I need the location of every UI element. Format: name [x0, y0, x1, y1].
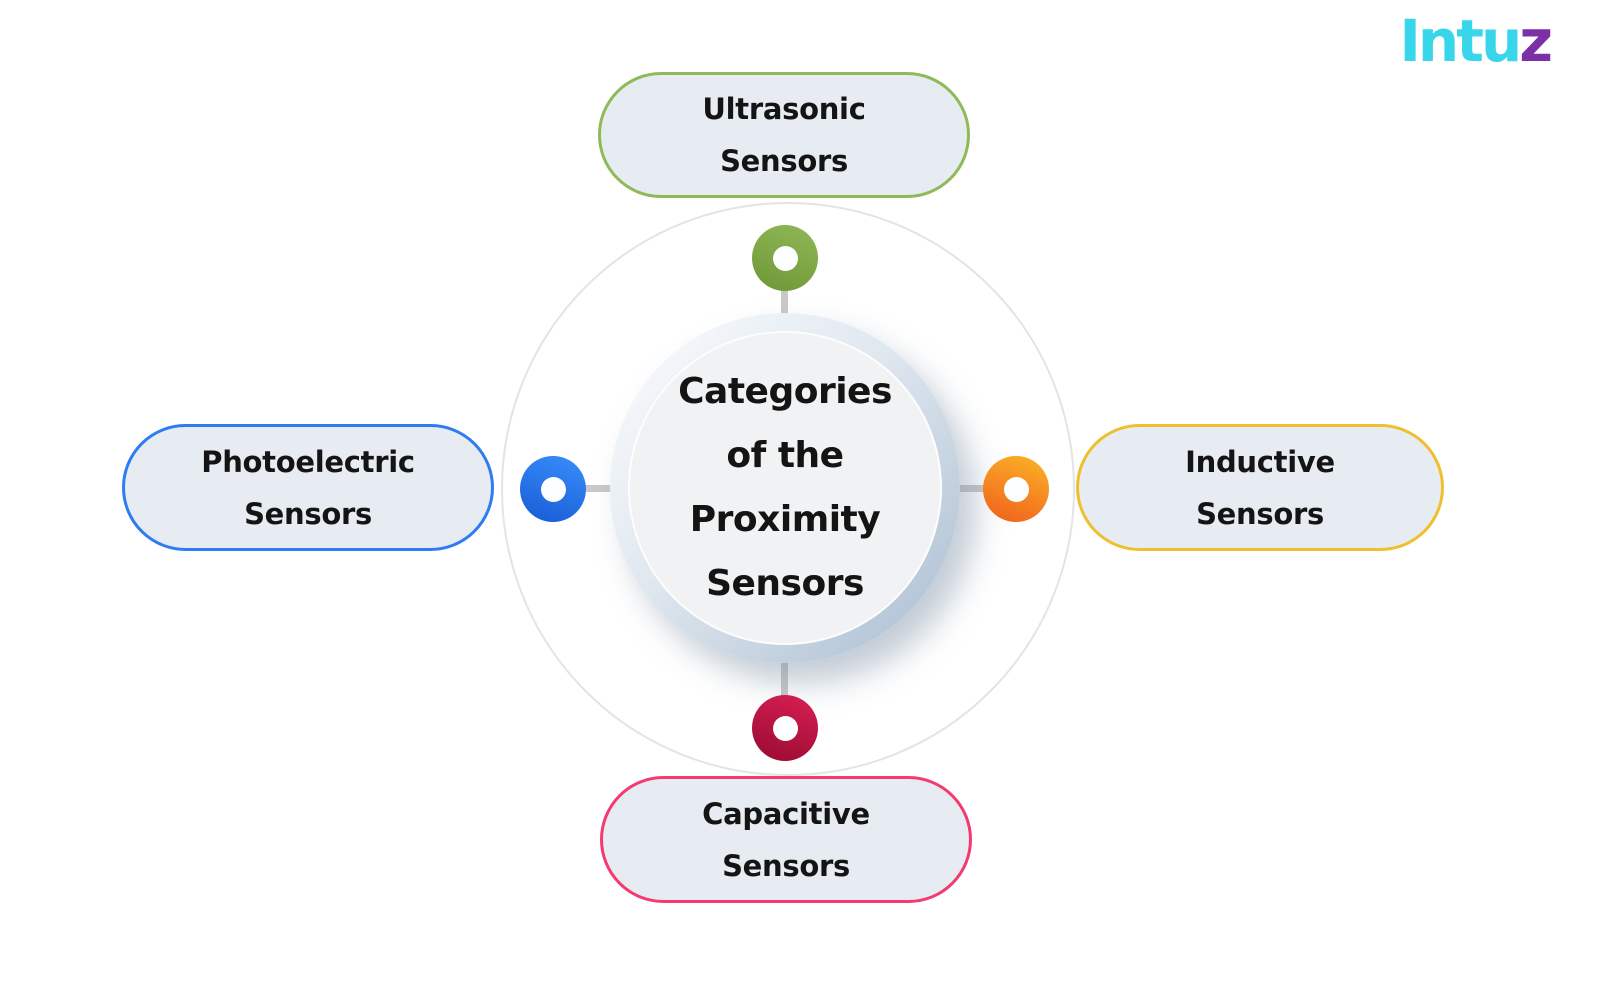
diagram-title-line: of the [726, 435, 844, 476]
capacitive-sensors-pill: Capacitive Sensors [600, 776, 972, 903]
intuz-logo-accent-letter: z [1519, 7, 1553, 75]
pill-label-line: Inductive [1185, 444, 1335, 479]
capacitive-dot-hole [772, 715, 798, 741]
orbit-ring [501, 202, 1075, 776]
center-circle: Categories of the Proximity Sensors [610, 313, 960, 663]
pill-label-line: Photoelectric [201, 444, 415, 479]
diagram-title-line: Categories [678, 371, 892, 412]
ultrasonic-dot-hole [772, 245, 798, 271]
ultrasonic-node-dot [752, 225, 818, 291]
pill-label-line: Capacitive [702, 796, 870, 831]
diagram-title: Categories of the Proximity Sensors [678, 360, 892, 616]
diagram-title-line: Proximity [689, 499, 881, 540]
photoelectric-dot-hole [540, 476, 566, 502]
ultrasonic-sensors-pill: Ultrasonic Sensors [598, 72, 970, 198]
connector-left [548, 485, 628, 492]
pill-label-line: Sensors [244, 496, 372, 531]
diagram-title-line: Sensors [706, 563, 864, 604]
center-circle-inner: Categories of the Proximity Sensors [628, 331, 942, 645]
intuz-logo: Intuz [1399, 6, 1553, 76]
pill-label-line: Sensors [1196, 496, 1324, 531]
intuz-logo-text: Intu [1399, 7, 1522, 75]
connector-right [942, 485, 1020, 492]
photoelectric-sensors-pill: Photoelectric Sensors [122, 424, 494, 551]
pill-label-line: Sensors [720, 144, 848, 178]
pill-label-line: Ultrasonic [702, 92, 866, 126]
connector-top [781, 252, 788, 332]
inductive-node-dot [983, 456, 1049, 522]
pill-label-line: Sensors [722, 848, 850, 883]
inductive-sensors-pill: Inductive Sensors [1076, 424, 1444, 551]
connector-bottom [781, 648, 788, 732]
inductive-dot-hole [1003, 476, 1029, 502]
photoelectric-node-dot [520, 456, 586, 522]
capacitive-node-dot [752, 695, 818, 761]
